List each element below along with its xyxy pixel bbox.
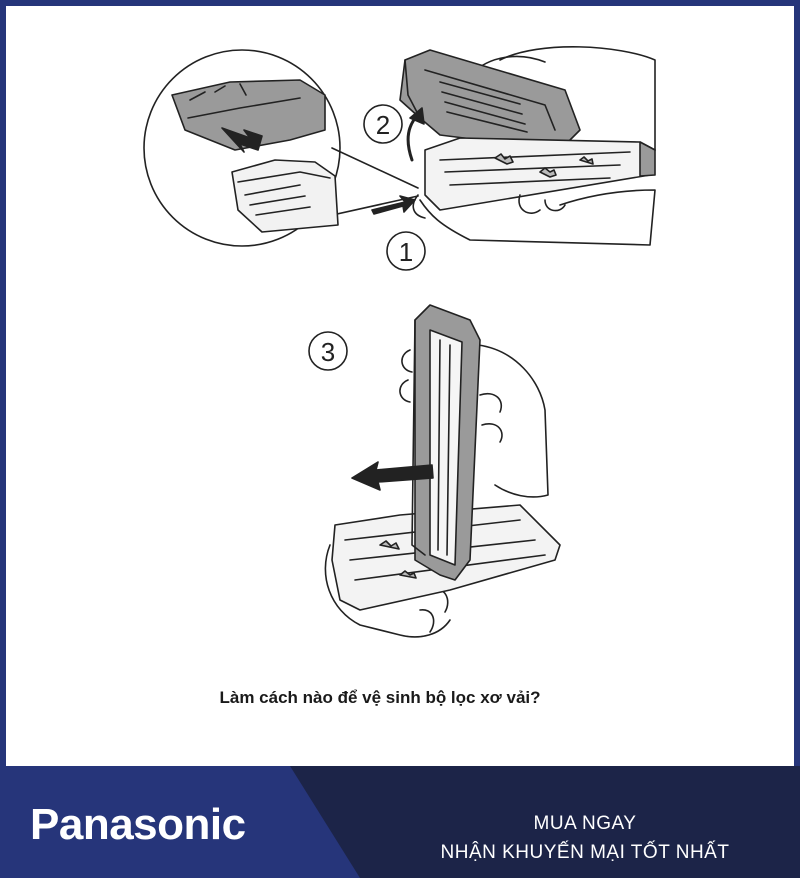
step-label-1: 1 [399, 237, 413, 267]
caption: Làm cách nào để vệ sinh bộ lọc xơ vải? [219, 688, 541, 707]
promo-line-2: NHẬN KHUYẾN MẠI TỐT NHẤT [440, 842, 730, 863]
panasonic-logo: Panasonic [30, 800, 246, 849]
banner-background [0, 766, 800, 878]
promo-banner[interactable] [0, 766, 800, 878]
step-label-3: 3 [321, 337, 335, 367]
promo-line-1: MUA NGAY [533, 813, 637, 834]
step-label-2: 2 [376, 110, 390, 140]
zoom-detail [143, 49, 419, 247]
filter-remove-step [324, 304, 561, 638]
filter-cleaning-illustration: 1 2 3 [143, 46, 656, 638]
filter-open-step [371, 46, 656, 246]
